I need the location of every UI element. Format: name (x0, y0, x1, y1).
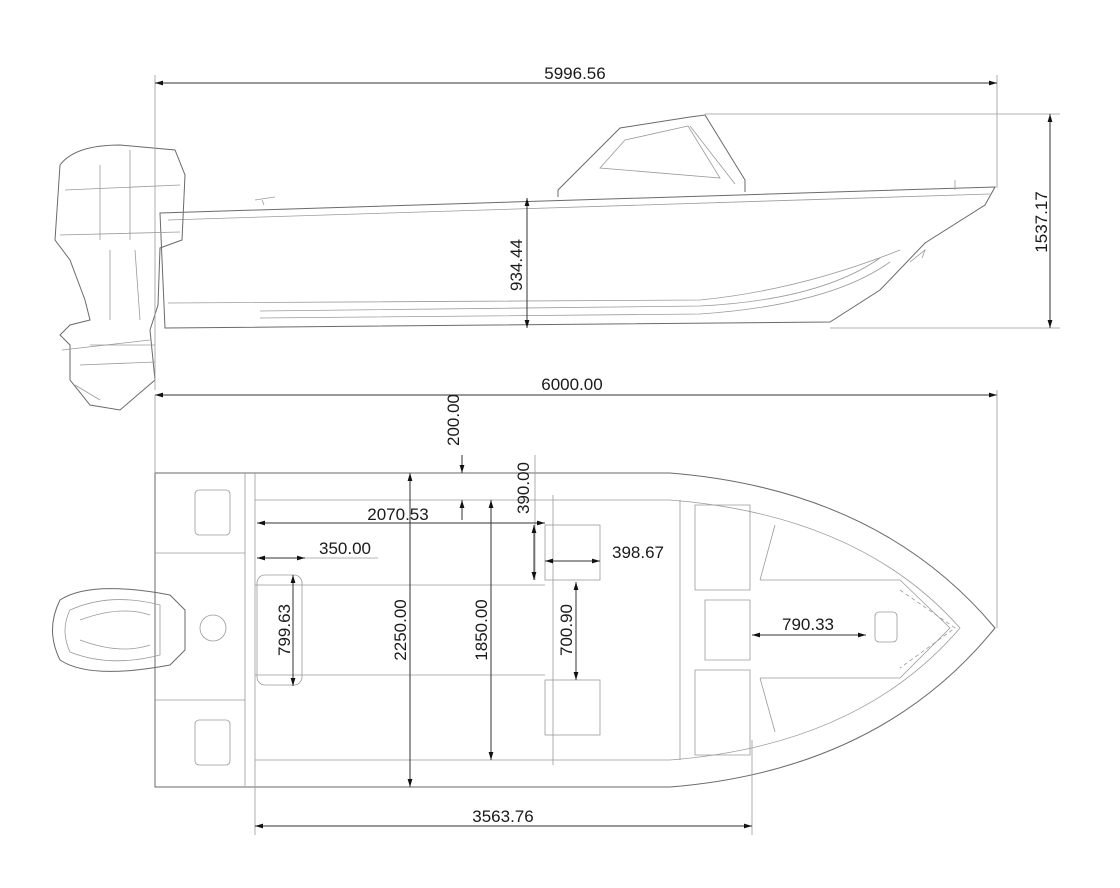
dim-bow-walkway: 790.33 (752, 615, 866, 638)
dim-inner-beam: 1850.00 (472, 500, 494, 760)
outboard-motor-side (54, 144, 186, 411)
dim-label: 700.90 (557, 604, 576, 656)
dim-seat-offset: 390.00 (514, 455, 537, 580)
dim-gunwale-offset: 200.00 (444, 394, 465, 520)
side-view: 5996.56 1537.17 934.44 (54, 64, 1060, 411)
dim-rear-seat-depth: 350.00 (257, 539, 378, 561)
dim-overall-length-top: 6000.00 (154, 375, 998, 628)
dim-label: 390.00 (514, 462, 533, 514)
dim-beam: 2250.00 (391, 473, 413, 787)
dim-cockpit-length: 2070.53 (257, 505, 545, 526)
dim-label: 200.00 (444, 394, 463, 446)
dim-label: 790.33 (782, 615, 834, 634)
dim-overall-height: 1537.17 (705, 113, 1060, 329)
dim-label: 2070.53 (367, 505, 428, 524)
dim-label: 1850.00 (472, 599, 491, 660)
dim-overall-length-side: 5996.56 (154, 64, 998, 390)
outboard-motor-top (52, 588, 186, 672)
dim-seat-gap: 700.90 (557, 582, 579, 680)
dim-label: 350.00 (319, 539, 371, 558)
dim-label: 398.67 (612, 543, 664, 562)
dim-rear-seat-width: 799.63 (275, 575, 296, 686)
dim-label: 3563.76 (472, 807, 533, 826)
dim-deck-length: 3563.76 (254, 740, 753, 835)
dim-label: 6000.00 (541, 375, 602, 394)
dim-label: 799.63 (275, 604, 294, 656)
side-windshield (557, 114, 746, 197)
side-hull (159, 180, 996, 329)
dim-console-seat-width: 398.67 (545, 543, 664, 564)
dim-label: 2250.00 (391, 599, 410, 660)
top-view: 6000.00 200.00 390.00 2070.53 350.00 398… (52, 375, 998, 835)
dim-label: 5996.56 (544, 64, 605, 83)
dim-label: 1537.17 (1032, 191, 1051, 252)
dim-hull-depth: 934.44 (507, 198, 530, 328)
dim-label: 934.44 (507, 239, 526, 291)
top-hull (154, 472, 996, 788)
